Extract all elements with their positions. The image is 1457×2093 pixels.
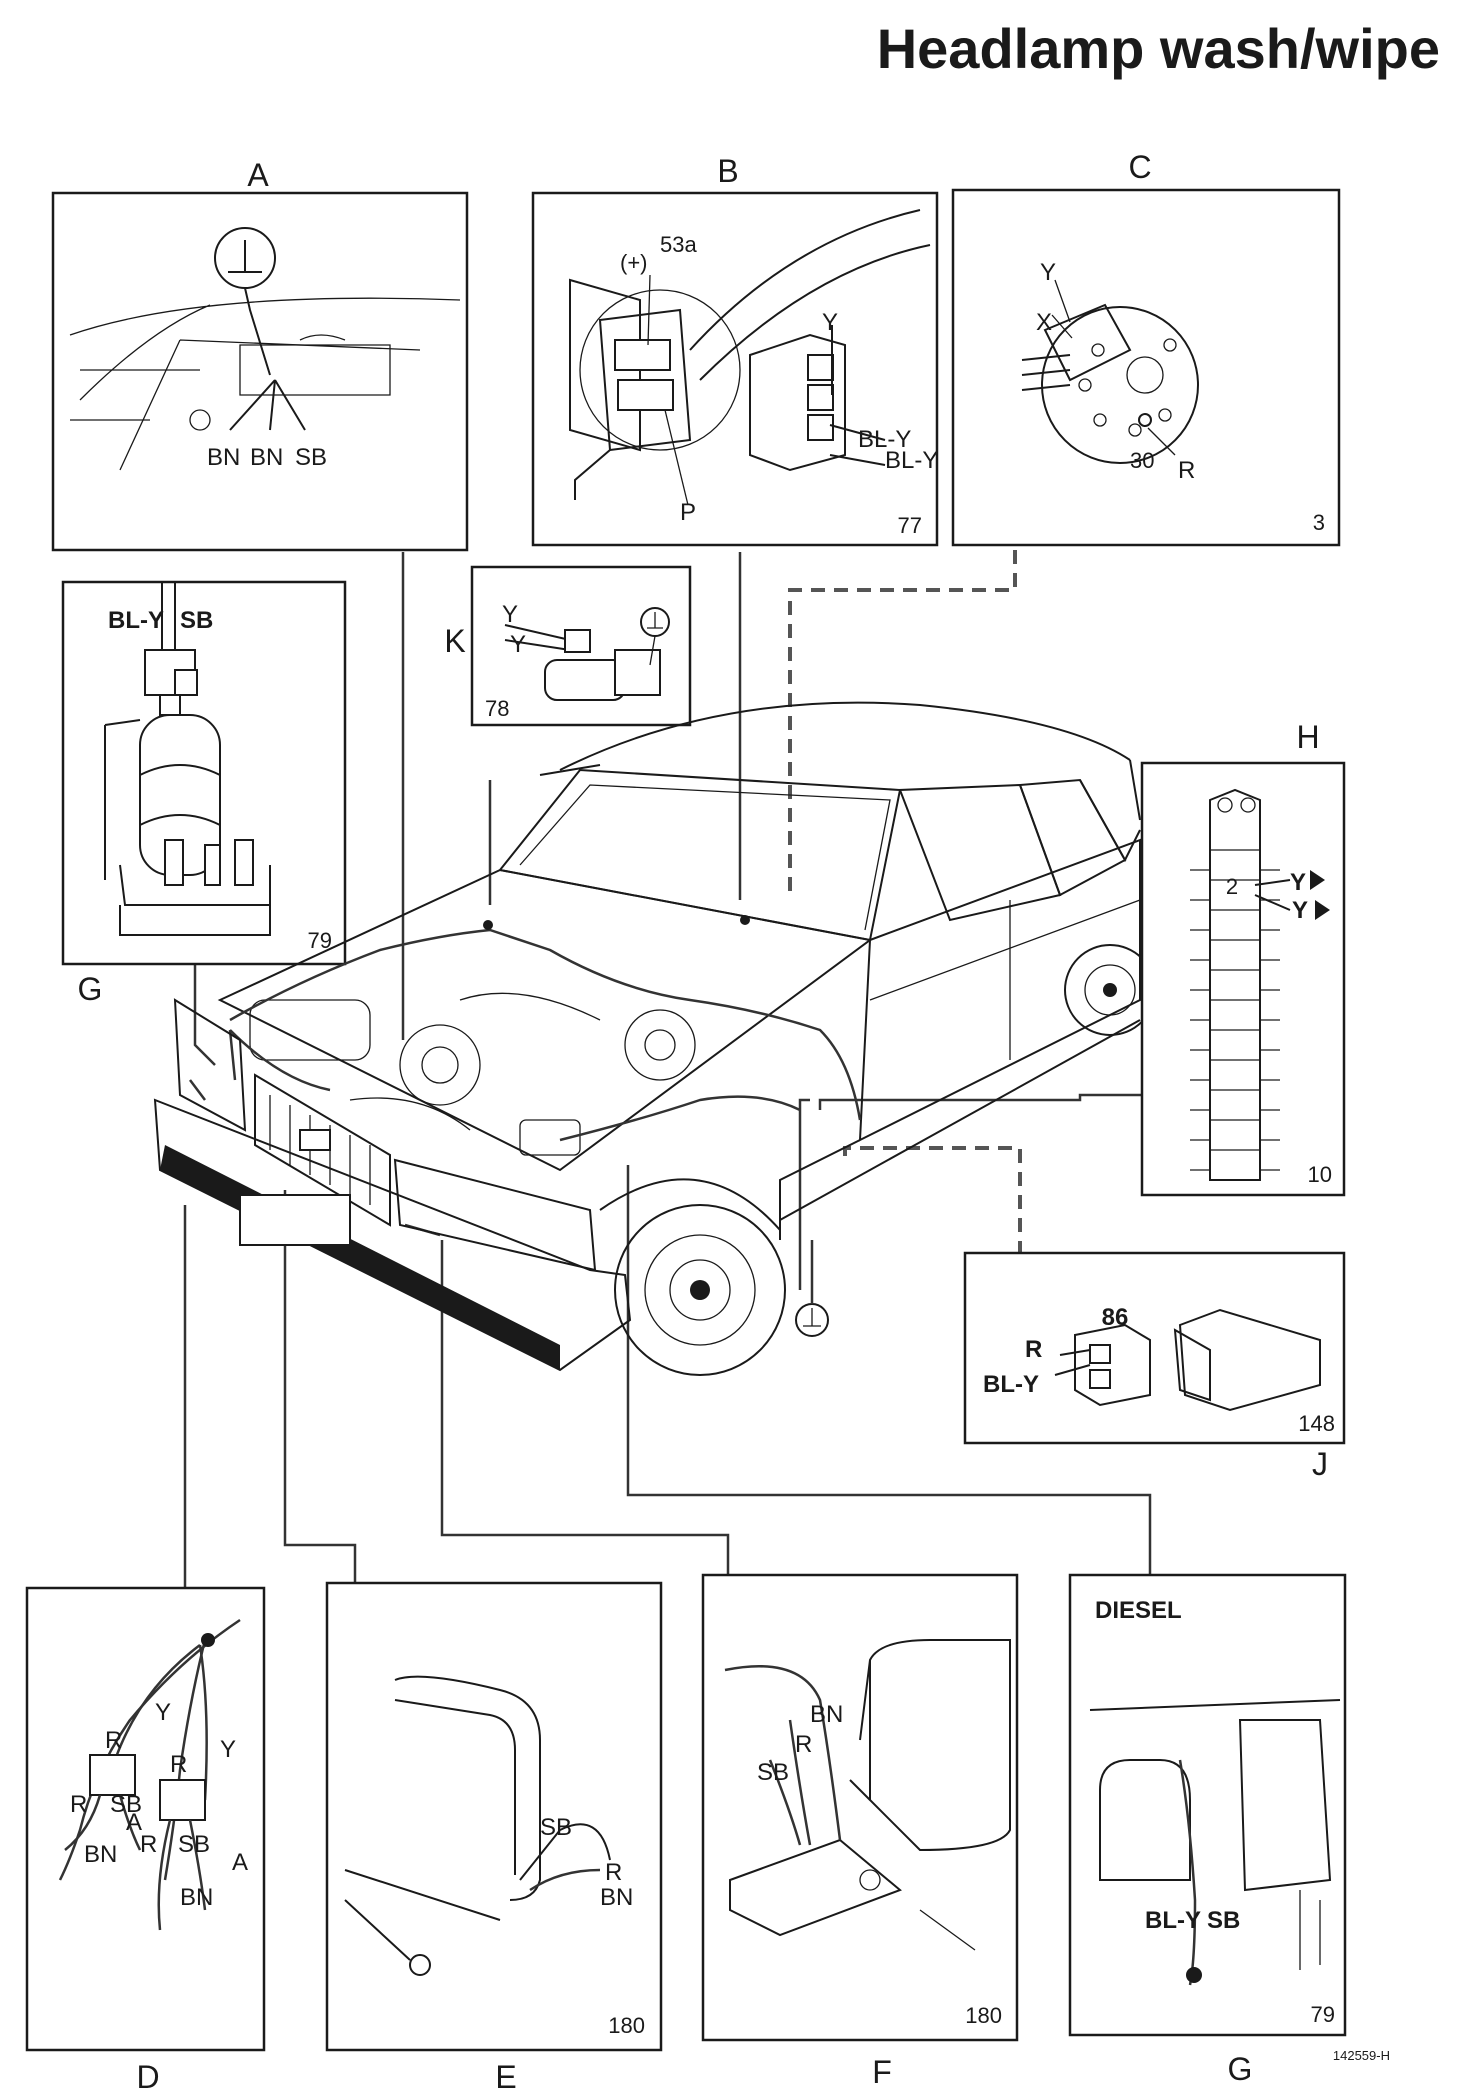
panel-d-wire-r3: R: [70, 1791, 87, 1818]
panel-g-diesel: DIESEL BL-Y SB 79 G: [1068, 1573, 1347, 2087]
panel-g-diesel-letter: G: [1228, 2051, 1253, 2087]
panel-f-wire-sb: SB: [757, 1759, 789, 1786]
panel-c-wire-x: X: [1036, 309, 1052, 336]
reference-code: 142559-H: [1333, 2048, 1390, 2063]
panel-g-top: BL-Y SB 79 G: [61, 580, 347, 1007]
panel-a-letter: A: [247, 157, 269, 193]
car-illustration: [153, 701, 1156, 1376]
panel-d-wire-sb2: SB: [178, 1831, 210, 1858]
panel-e-wire-sb: SB: [540, 1814, 572, 1841]
panel-c-wire-y: Y: [1040, 259, 1056, 286]
panel-c-page: 3: [1313, 510, 1325, 535]
panel-d-wire-bn2: BN: [180, 1884, 213, 1911]
panel-d-ref-a1: A: [126, 1809, 142, 1836]
panel-h-wire-y2: Y: [1292, 897, 1308, 924]
panel-d-wire-r2: R: [170, 1751, 187, 1778]
panel-k-wire-y2: Y: [510, 631, 526, 658]
panel-g-diesel-wire-sb: SB: [1207, 1907, 1240, 1934]
panel-c-letter: C: [1128, 149, 1151, 185]
panel-k: K Y Y 78: [444, 565, 692, 727]
panel-b: B 53a (+) Y BL-Y BL-Y P 77: [531, 153, 938, 547]
panel-k-page: 78: [485, 696, 509, 721]
page-title: Headlamp wash/wipe: [877, 17, 1440, 80]
panel-g-diesel-caption: DIESEL: [1095, 1597, 1182, 1624]
panel-h-page: 10: [1308, 1162, 1332, 1187]
panel-e-page: 180: [608, 2013, 645, 2038]
panel-b-terminal-sign: (+): [620, 250, 648, 275]
panel-j-wire-r: R: [1025, 1336, 1042, 1363]
panel-j: 86 R BL-Y 148 J: [963, 1251, 1346, 1482]
panel-f: BN R SB 180 F: [701, 1573, 1019, 2090]
panel-j-page: 148: [1298, 1411, 1335, 1436]
panel-g-diesel-wire-bly: BL-Y: [1145, 1907, 1201, 1934]
panel-d-ref-a2: A: [232, 1849, 248, 1876]
panel-a-wire-3: SB: [295, 444, 327, 471]
panel-j-letter: J: [1312, 1446, 1328, 1482]
panel-f-wire-r: R: [795, 1731, 812, 1758]
panel-b-wire-bly-2: BL-Y: [885, 447, 938, 474]
panel-d-wire-bn1: BN: [84, 1841, 117, 1868]
panel-k-letter: K: [444, 623, 465, 659]
panel-e-wire-r: R: [605, 1859, 622, 1886]
fuse-row-pins: [1190, 849, 1280, 1171]
panel-g-diesel-page: 79: [1311, 2002, 1335, 2027]
panel-g-top-wire-bly: BL-Y: [108, 607, 164, 634]
panel-f-page: 180: [965, 2003, 1002, 2028]
panel-j-wire-bly: BL-Y: [983, 1371, 1039, 1398]
panel-b-wire-bly-1: BL-Y: [858, 426, 911, 453]
panel-e: SB R BN 180 E: [325, 1581, 663, 2093]
panel-b-wire-y: Y: [822, 309, 838, 336]
panel-d-wire-y2: Y: [220, 1736, 236, 1763]
panel-f-wire-bn: BN: [810, 1701, 843, 1728]
panel-h-letter: H: [1296, 719, 1319, 755]
panel-d-wire-y1: Y: [155, 1699, 171, 1726]
panel-e-letter: E: [495, 2059, 516, 2093]
panel-b-page: 77: [898, 513, 922, 538]
panel-h-wire-y1: Y: [1290, 869, 1306, 896]
panel-h: H 2 Y Y 10: [1140, 719, 1346, 1197]
panel-c-wire-r: R: [1178, 457, 1195, 484]
panel-d: R Y R Y R SB R SB BN BN A A D: [25, 1586, 266, 2093]
panel-f-letter: F: [872, 2054, 892, 2090]
panel-g-top-letter: G: [78, 971, 103, 1007]
panel-c-terminal: 30: [1130, 448, 1154, 473]
panel-k-wire-y1: Y: [502, 601, 518, 628]
panel-b-terminal: 53a: [660, 232, 697, 257]
panel-b-letter: B: [717, 153, 738, 189]
panel-d-wire-r1: R: [105, 1727, 122, 1754]
panel-a-wire-2: BN: [250, 444, 283, 471]
panel-a: A BN BN SB: [51, 157, 469, 552]
panel-d-wire-r4: R: [140, 1831, 157, 1858]
panel-j-terminal: 86: [1102, 1304, 1129, 1331]
panel-g-top-wire-sb: SB: [180, 607, 213, 634]
panel-c: C Y X 30 R 3: [951, 149, 1341, 547]
panel-b-pointer: P: [680, 499, 696, 526]
panel-d-wire-sb1: SB: [110, 1791, 142, 1818]
panel-e-wire-bn: BN: [600, 1884, 633, 1911]
panel-a-wire-1: BN: [207, 444, 240, 471]
panel-d-letter: D: [136, 2059, 159, 2093]
panel-h-pin: 2: [1226, 874, 1238, 899]
